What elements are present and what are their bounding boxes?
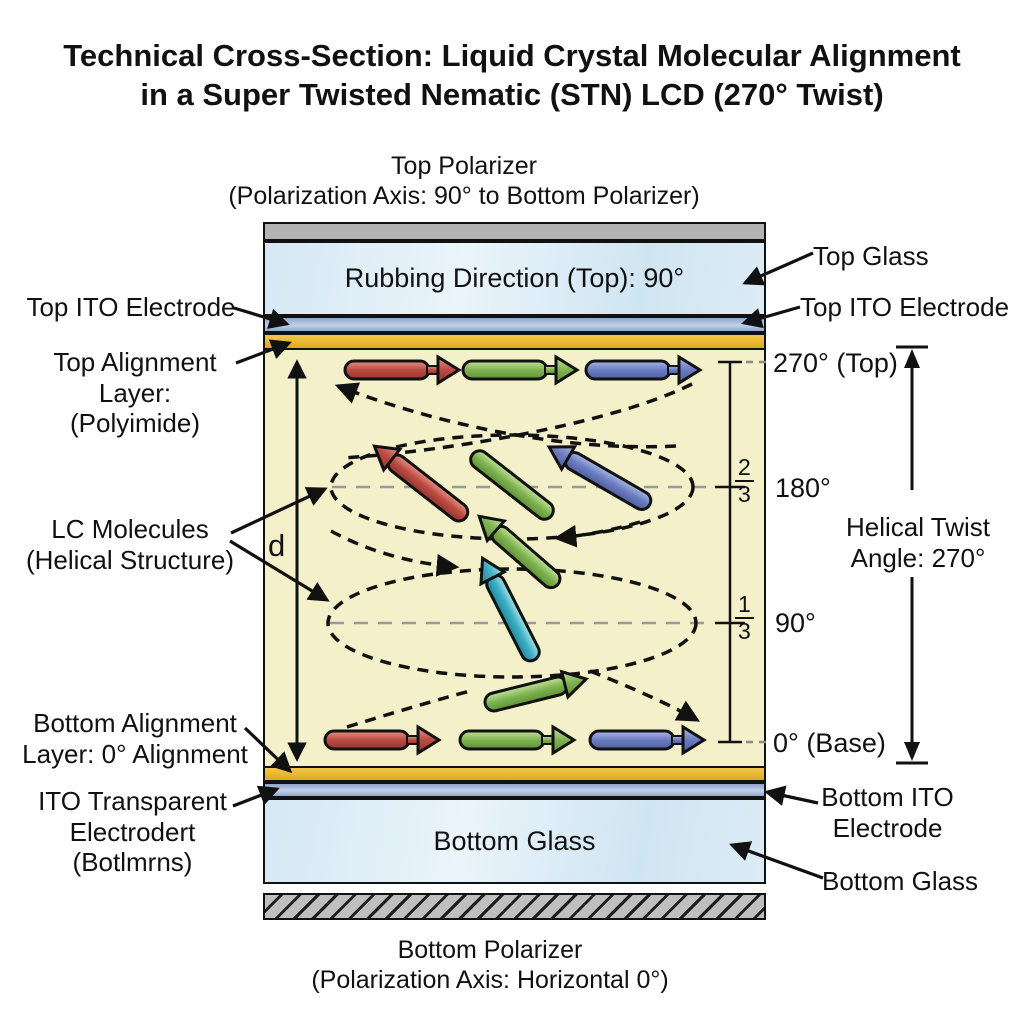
bottom-polarizer-caption: Bottom Polarizer (Polarization Axis: Hor… <box>311 936 669 994</box>
bottom-ito-electrode-layer <box>263 782 766 798</box>
liquid-crystal-region <box>263 350 766 766</box>
bottom-glass-label: Bottom Glass <box>433 825 596 856</box>
helical-twist-angle-label: Helical Twist Angle: 270° <box>845 512 990 573</box>
title-line2: in a Super Twisted Nematic (STN) LCD (27… <box>140 77 884 112</box>
cell-gap-d-label: d <box>268 528 286 563</box>
fraction-two-thirds: 2 3 <box>735 455 754 507</box>
page-title: Technical Cross-Section: Liquid Crystal … <box>0 36 1024 114</box>
arrow-bottom-ito-right <box>763 785 819 806</box>
left-label-bottom-ito: ITO Transparent Electrodert (Botlmrns) <box>38 786 227 878</box>
twist-angle-90-label: 90° <box>775 608 816 638</box>
top-glass-layer: Rubbing Direction (Top): 90° <box>263 241 766 316</box>
fraction-one-third: 1 3 <box>735 592 754 644</box>
left-label-lc-molecules: LC Molecules (Helical Structure) <box>25 514 235 575</box>
twist-angle-180-label: 180° <box>775 473 831 503</box>
bottom-glass-layer: Bottom Glass <box>263 798 766 884</box>
title-line1: Technical Cross-Section: Liquid Crystal … <box>63 38 961 73</box>
right-label-top-glass: Top Glass <box>813 241 929 271</box>
right-label-bottom-glass: Bottom Glass <box>822 866 979 896</box>
helical-twist-arrow-down <box>904 742 920 761</box>
left-label-top-ito: Top ITO Electrode <box>26 292 236 322</box>
right-label-top-ito: Top ITO Electrode <box>800 292 1010 322</box>
bottom-polarizer-layer <box>263 893 766 920</box>
left-label-top-alignment: Top Alignment Layer: (Polyimide) <box>53 347 217 439</box>
top-ito-electrode-layer <box>263 316 766 333</box>
top-polarizer-caption: Top Polarizer (Polarization Axis: 90° to… <box>228 152 700 210</box>
bottom-alignment-layer <box>263 766 766 782</box>
twist-angle-0-label: 0° (Base) <box>773 728 886 758</box>
top-polarizer-layer <box>263 222 766 241</box>
rubbing-direction-label: Rubbing Direction (Top): 90° <box>344 263 685 293</box>
left-label-bottom-alignment: Bottom Alignment Layer: 0° Alignment <box>22 708 248 769</box>
twist-angle-270-label: 270° (Top) <box>773 348 898 378</box>
right-label-bottom-ito: Bottom ITO Electrode <box>821 782 954 843</box>
top-alignment-layer <box>263 333 766 350</box>
helical-twist-arrow-up <box>904 349 920 368</box>
